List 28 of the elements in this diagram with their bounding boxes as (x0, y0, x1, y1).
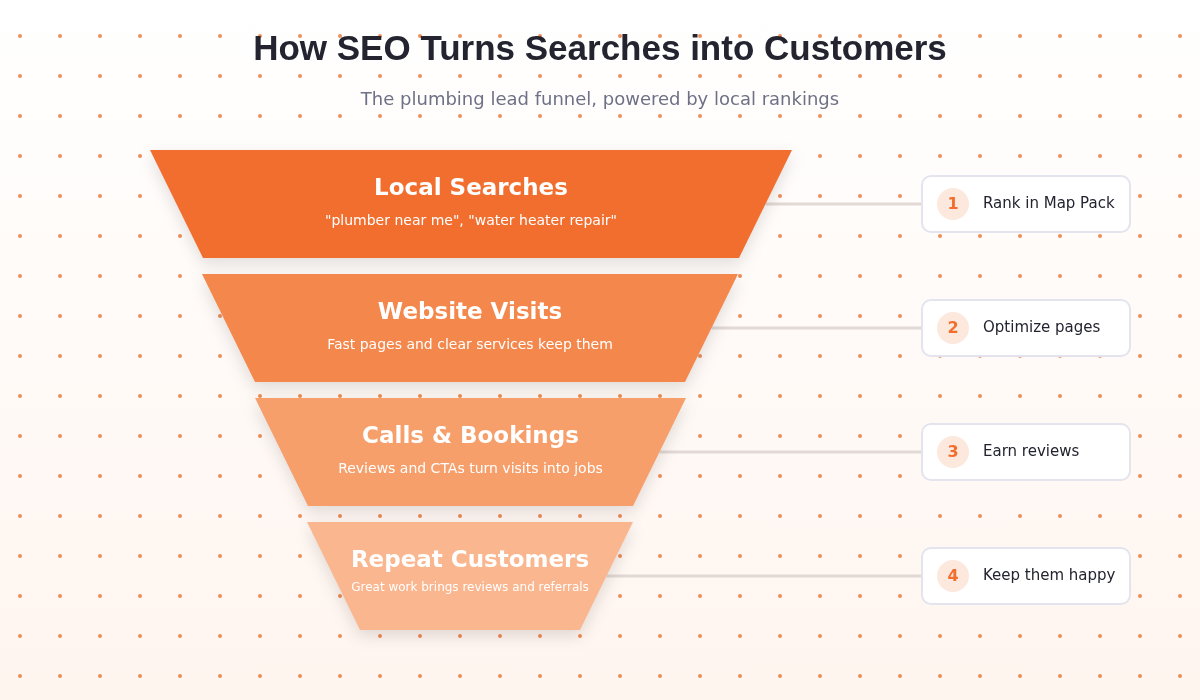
stage-description: Reviews and CTAs turn visits into jobs (337, 460, 604, 476)
stage-heading: Repeat Customers (349, 546, 591, 572)
stage-heading: Local Searches (373, 174, 569, 200)
step-number: 1 (937, 188, 969, 220)
stage-description: "plumber near me", "water heater repair" (323, 212, 619, 228)
stage-description: Fast pages and clear services keep them (326, 336, 614, 352)
step-number: 3 (937, 436, 969, 468)
step-label: Keep them happy (983, 566, 1116, 584)
title: How SEO Turns Searches into Customers (252, 28, 948, 68)
step-card (921, 299, 1131, 357)
funnel-stage (150, 150, 792, 258)
funnel-stage (202, 274, 738, 382)
step-card (921, 547, 1131, 605)
step-label: Rank in Map Pack (983, 194, 1115, 212)
connector-line (711, 326, 921, 330)
connector-line (765, 202, 921, 206)
step-card (921, 175, 1131, 233)
step-label: Optimize pages (983, 318, 1101, 336)
subtitle: The plumbing lead funnel, powered by local rankings (359, 88, 841, 109)
funnel-stage (307, 522, 633, 630)
step-card (921, 423, 1131, 481)
step-label: Earn reviews (983, 442, 1080, 460)
funnel-stage (255, 398, 686, 506)
stage-heading: Calls & Bookings (361, 422, 580, 448)
step-number: 2 (937, 312, 969, 344)
step-number: 4 (937, 560, 969, 592)
stage-description: Great work brings reviews and referrals (350, 580, 590, 594)
stage-heading: Website Visits (376, 298, 564, 324)
